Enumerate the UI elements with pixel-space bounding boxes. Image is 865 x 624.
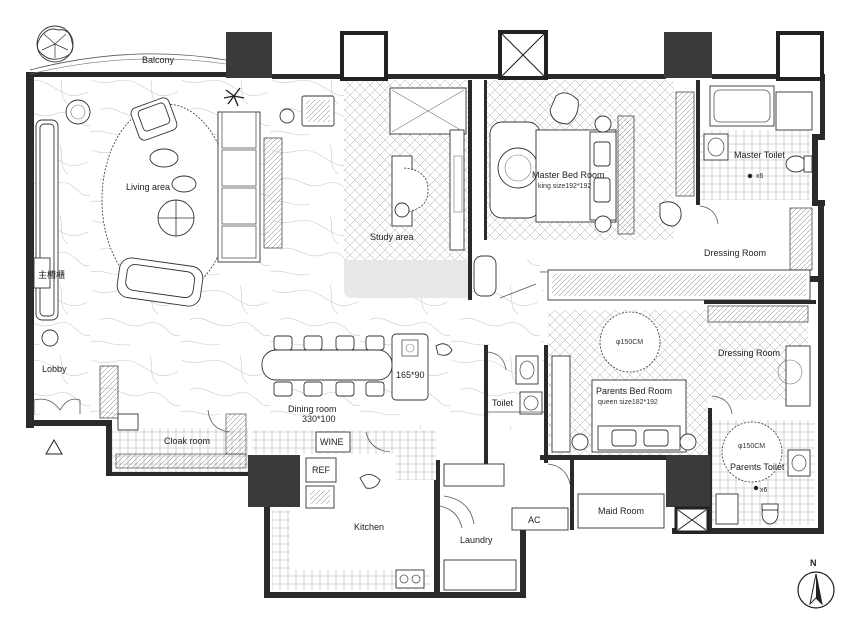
north-arrow-icon bbox=[797, 571, 835, 609]
column-outline bbox=[340, 31, 388, 81]
balcony-label: Balcony bbox=[142, 55, 175, 65]
parents-bed-furniture: φ150CM bbox=[551, 311, 697, 453]
north-label: N bbox=[810, 558, 817, 568]
kitchen-furniture bbox=[272, 457, 430, 590]
dressing-2-furniture bbox=[707, 305, 811, 407]
parents-toilet-label: Parents Toilet bbox=[730, 462, 785, 472]
plant-icon bbox=[223, 87, 245, 107]
island-size-label: 165*90 bbox=[396, 370, 425, 380]
x6-label-a: x6 bbox=[756, 173, 764, 180]
toilet-fixtures bbox=[488, 355, 544, 415]
dining-furniture bbox=[261, 333, 453, 401]
master-bed-furniture bbox=[489, 91, 695, 235]
ac-label: AC bbox=[528, 515, 541, 525]
toilet-label: Toilet bbox=[492, 398, 514, 408]
round-size-a: φ150CM bbox=[616, 339, 643, 346]
counter-strip bbox=[252, 430, 436, 480]
dining-size-label: 330*100 bbox=[302, 414, 336, 424]
balcony-rail bbox=[29, 53, 227, 71]
entry-arrow-icon bbox=[45, 438, 63, 455]
ref-label: REF bbox=[312, 465, 331, 475]
parents-bed-label: Parents Bed Room bbox=[596, 386, 672, 396]
parents-bed-size: queen size182*192 bbox=[598, 399, 658, 406]
dressing-room-1-label: Dressing Room bbox=[704, 248, 766, 258]
master-bed-label: Master Bed Room bbox=[532, 170, 605, 180]
master-toilet-label: Master Toilet bbox=[734, 150, 785, 160]
door-swings bbox=[207, 205, 733, 529]
master-bed-size: king size192*192 bbox=[538, 183, 591, 190]
wine-label: WINE bbox=[320, 437, 344, 447]
maid-room bbox=[577, 493, 665, 529]
laundry-label: Laundry bbox=[460, 535, 493, 545]
study-furniture bbox=[389, 87, 497, 297]
cloak-room bbox=[112, 413, 248, 472]
study-area-label: Study area bbox=[370, 232, 414, 242]
study-round-rug bbox=[344, 260, 470, 298]
columns bbox=[226, 30, 824, 534]
x6-label-b: x6 bbox=[760, 487, 768, 494]
tree-icon bbox=[36, 25, 74, 63]
living-furniture bbox=[35, 87, 335, 321]
dressing-room-2-label: Dressing Room bbox=[718, 348, 780, 358]
laundry-fixtures bbox=[443, 463, 569, 591]
wardrobe-strip bbox=[499, 207, 813, 301]
lobby-label: Lobby bbox=[42, 364, 67, 374]
dining-room-label: Dining room bbox=[288, 404, 337, 414]
round-size-b: φ150CM bbox=[738, 443, 765, 450]
master-toilet-fixtures bbox=[703, 85, 813, 179]
parents-toilet-fixtures: φ150CM bbox=[715, 421, 811, 525]
cloak-room-label: Cloak room bbox=[164, 436, 210, 446]
living-area-label: Living area bbox=[126, 182, 170, 192]
lobby-furniture bbox=[33, 257, 119, 419]
cabinet-label: 主櫥櫃 bbox=[38, 269, 65, 280]
kitchen-label: Kitchen bbox=[354, 522, 384, 532]
maid-room-label: Maid Room bbox=[598, 506, 644, 516]
